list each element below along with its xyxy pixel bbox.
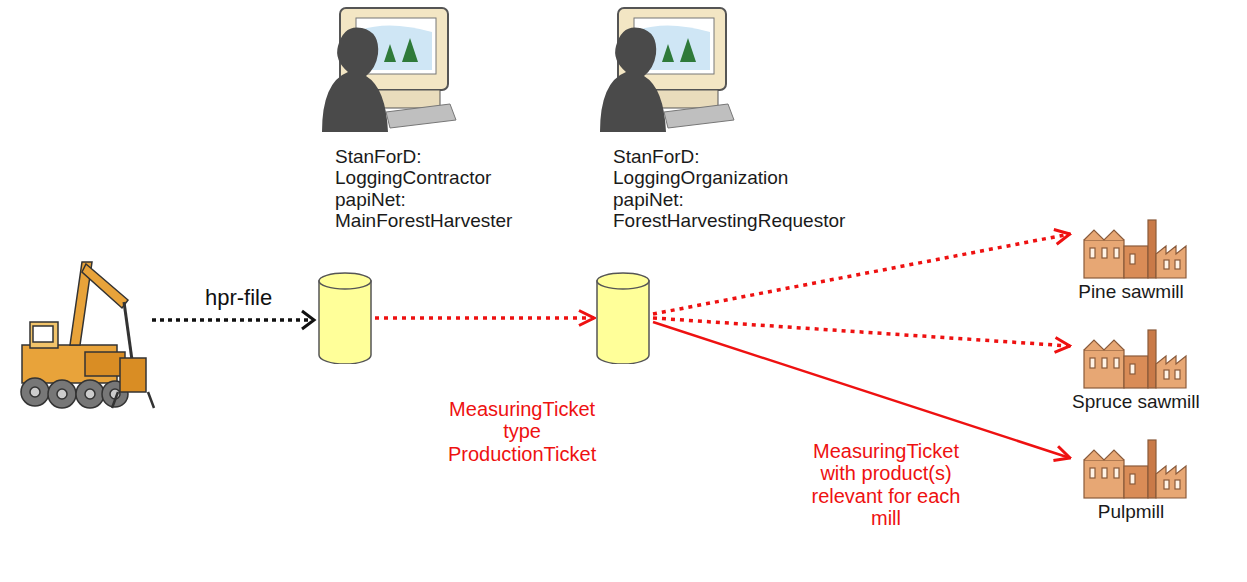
mill-node: Pine sawmill — [1072, 218, 1190, 302]
edge-label: MeasuringTicket with product(s) relevant… — [799, 440, 973, 530]
database-cylinder — [596, 272, 650, 364]
mill-label: Pulpmill — [1072, 501, 1190, 522]
edge-label: MeasuringTicket type ProductionTicket — [446, 398, 598, 465]
mill-label: Pine sawmill — [1072, 281, 1190, 302]
flow-arrow — [653, 234, 1070, 314]
file-label: hpr-file — [205, 286, 272, 311]
factory-icon — [1078, 328, 1190, 390]
mill-node: Pulpmill — [1072, 438, 1190, 522]
flow-arrow — [375, 316, 594, 320]
role-label: StanForD: LoggingContractor papiNet: Mai… — [335, 146, 512, 231]
database-node: StanForD: LoggingOrganization papiNet: F… — [596, 272, 650, 364]
factory-icon — [1078, 438, 1190, 500]
operator-illustration — [322, 8, 456, 132]
harvester-illustration — [21, 262, 154, 408]
role-label: StanForD: LoggingOrganization papiNet: F… — [613, 146, 845, 231]
mill-label: Spruce sawmill — [1072, 391, 1190, 412]
factory-icon — [1078, 218, 1190, 280]
database-cylinder — [318, 272, 372, 364]
database-node: StanForD: LoggingContractor papiNet: Mai… — [318, 272, 372, 364]
hpr-file-arrow — [152, 311, 314, 329]
flow-arrow — [653, 322, 1070, 458]
mill-node: Spruce sawmill — [1072, 328, 1190, 412]
